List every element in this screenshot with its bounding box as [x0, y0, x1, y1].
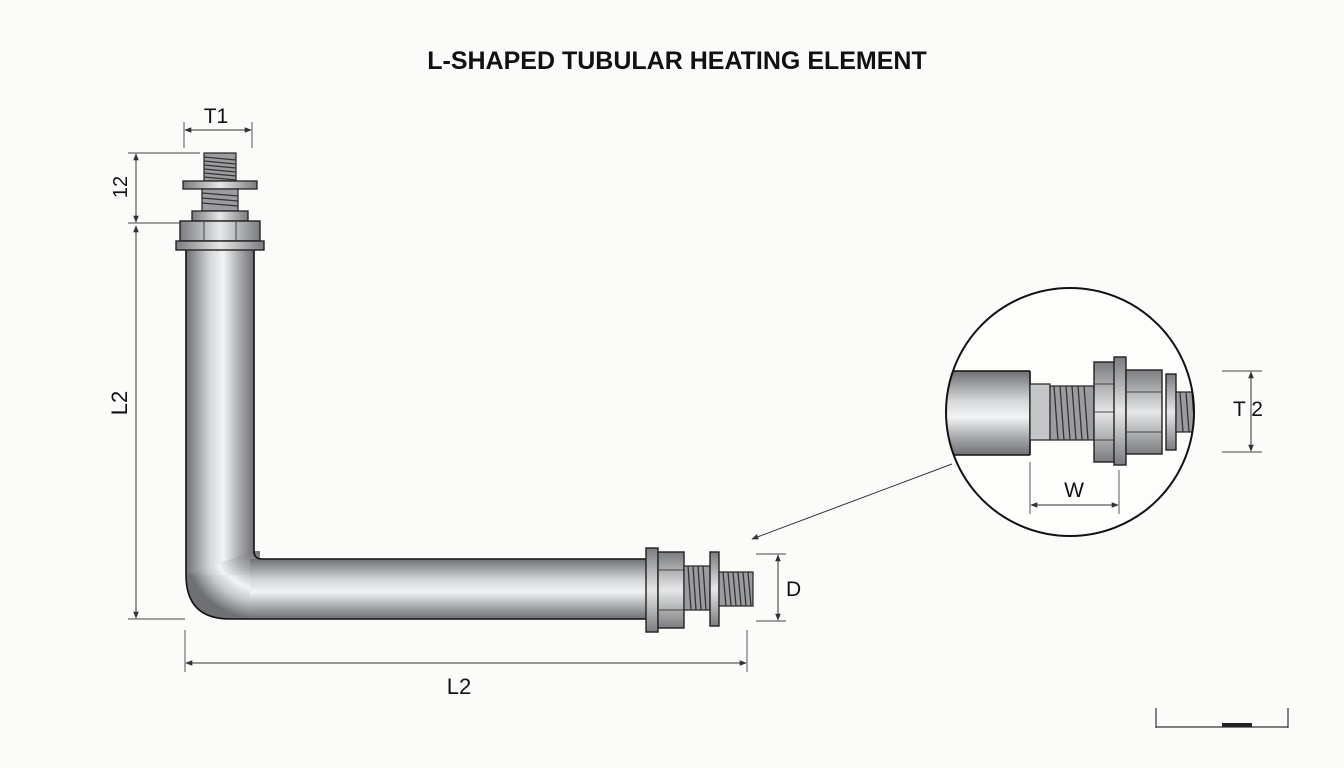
- detail-zoom-view: W: [945, 287, 1195, 537]
- label-12: 12: [110, 176, 132, 198]
- dimension-t2: T 2: [1222, 370, 1263, 453]
- label-w: W: [1064, 479, 1084, 502]
- label-t1: T1: [204, 105, 229, 128]
- top-terminal: [175, 152, 265, 251]
- dimension-t1: T1: [183, 105, 253, 148]
- dimension-l2-vertical: L2: [107, 225, 185, 620]
- label-t2: T 2: [1233, 398, 1263, 421]
- label-d: D: [786, 578, 801, 601]
- dimension-12: 12: [110, 152, 200, 224]
- detail-leader-arrow: [751, 463, 953, 540]
- dimension-d: D: [756, 553, 801, 622]
- label-l2-horizontal: L2: [447, 674, 471, 699]
- label-l2-vertical: L2: [107, 391, 132, 415]
- right-terminal: [645, 547, 754, 633]
- scale-bar-icon: [1155, 708, 1289, 728]
- dimension-l2-horizontal: L2: [184, 630, 748, 699]
- diagram-title: L-SHAPED TUBULAR HEATING ELEMENT: [427, 47, 927, 75]
- heating-element-tube: [185, 250, 650, 620]
